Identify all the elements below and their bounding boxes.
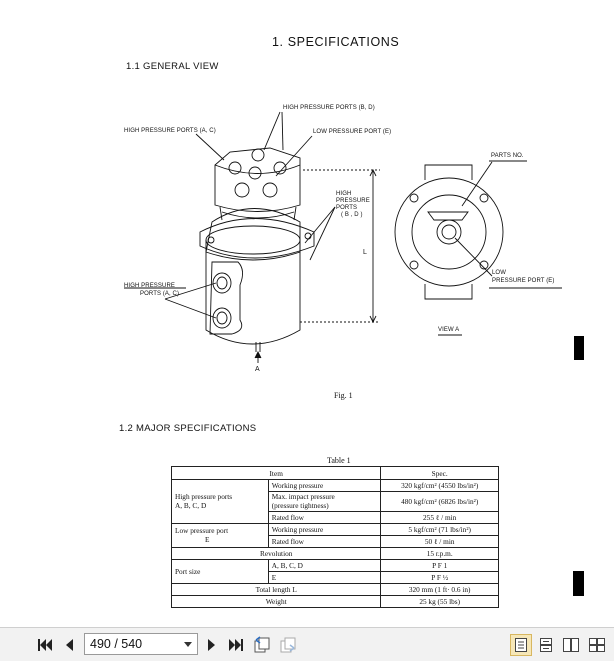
general-view-drawing: [124, 111, 562, 363]
lp-group-line-1: Low pressure port: [175, 526, 229, 536]
lp-working-pressure-cell: Working pressure: [267, 523, 382, 537]
rated-flow-value: 255 ℓ / min: [380, 511, 499, 525]
working-pressure-cell: Working pressure: [267, 479, 382, 492]
chevron-down-icon: [184, 642, 192, 647]
port-e-value: P F ½: [380, 571, 499, 585]
last-page-button[interactable]: [225, 634, 247, 656]
page-number-select[interactable]: 490 / 540: [84, 633, 198, 655]
lp-working-pressure-value: 5 kgf/cm² (71 lbs/in²): [380, 523, 499, 537]
header-item: Item: [170, 466, 382, 480]
total-length-cell: Total length L: [170, 583, 382, 597]
next-page-icon: [208, 639, 215, 651]
continuous-facing-icon: [589, 638, 605, 652]
port-size-cell: Port size: [171, 559, 269, 585]
table-caption: Table 1: [327, 456, 351, 465]
facing-pages-icon: [563, 638, 579, 652]
lp-rated-flow-value: 50 ℓ / min: [380, 535, 499, 549]
dimension-l-label: L: [363, 249, 367, 256]
single-page-icon: [515, 638, 527, 652]
first-page-icon: [38, 639, 52, 651]
rated-flow-cell: Rated flow: [267, 511, 382, 525]
label-hp-side-4: ( B , D ): [341, 212, 363, 218]
hp-group-line-2: A, B, C, D: [175, 500, 207, 510]
revolution-cell: Revolution: [170, 547, 382, 561]
max-impact-cell: Max. impact pressure (pressure tightness…: [267, 490, 382, 513]
header-spec: Spec.: [380, 466, 499, 480]
table-row: Total length L 320 mm (1 ft· 0.6 in): [170, 583, 499, 597]
spec-table: Item Spec. High pressure ports A, B, C, …: [170, 466, 499, 609]
cylinder-body: [205, 240, 301, 345]
table-row: Port size A, B, C, D P F 1: [171, 559, 499, 585]
label-hp-side-2: PRESSURE: [336, 198, 370, 204]
label-hp-left-1: HIGH PRESSURE: [124, 283, 175, 289]
figure-caption: Fig. 1: [334, 391, 353, 400]
label-view-a: VIEW A: [438, 327, 460, 333]
arrow-a-label: A: [255, 366, 260, 373]
table-row: Weight 25 kg (55 lbs): [170, 595, 499, 609]
go-forward-button[interactable]: [277, 634, 299, 656]
label-hp-side-3: PORTS: [336, 205, 358, 211]
subsection-major-specs: 1.2 MAJOR SPECIFICATIONS: [119, 423, 257, 434]
lp-group-line-2: E: [205, 534, 210, 544]
first-page-button[interactable]: [34, 634, 56, 656]
section-title: 1. SPECIFICATIONS: [272, 35, 400, 49]
revolution-value: 15 r.p.m.: [380, 547, 499, 561]
label-lp-view-2: PRESSURE PORT (E): [492, 278, 555, 284]
subsection-general-view: 1.1 GENERAL VIEW: [126, 61, 219, 72]
max-impact-line-2: (pressure tightness): [271, 500, 329, 510]
page-edge-marker: [574, 336, 584, 360]
table-header-row: Item Spec.: [170, 466, 499, 480]
viewer-toolbar: 490 / 540: [0, 627, 614, 661]
working-pressure-value: 320 kgf/cm² (4550 lbs/in²): [380, 479, 499, 492]
page-indicator: 490 / 540: [90, 637, 143, 651]
previous-page-icon: [66, 639, 73, 651]
table-row: Max. impact pressure (pressure tightness…: [172, 490, 499, 513]
hp-group-line-1: High pressure ports: [175, 492, 233, 501]
page-edge-marker: [573, 571, 584, 596]
go-back-button[interactable]: [251, 634, 273, 656]
lp-rated-flow-cell: Rated flow: [267, 535, 382, 549]
last-page-icon: [229, 639, 243, 651]
continuous-view-button[interactable]: [535, 634, 557, 656]
lp-group-cell: Low pressure port E: [171, 523, 269, 549]
port-e-cell: E: [267, 571, 382, 585]
continuous-page-icon: [540, 638, 552, 652]
single-page-view-button[interactable]: [510, 634, 532, 656]
hp-group-cell: High pressure ports A, B, C, D: [171, 478, 269, 525]
previous-page-button[interactable]: [58, 634, 80, 656]
forward-view-icon: [280, 637, 296, 653]
port-abcd-value: P F 1: [380, 559, 499, 573]
facing-view-button[interactable]: [560, 634, 582, 656]
label-hp-ports-ac: HIGH PRESSURE PORTS (A, C): [124, 128, 216, 134]
weight-value: 25 kg (55 lbs): [380, 595, 499, 609]
label-hp-ports-bd: HIGH PRESSURE PORTS (B, D): [283, 105, 375, 111]
document-page: 1. SPECIFICATIONS 1.1 GENERAL VIEW: [119, 35, 584, 609]
label-hp-left-2: PORTS (A, C): [140, 291, 180, 297]
total-length-value: 320 mm (1 ft· 0.6 in): [380, 583, 499, 597]
table-row: Revolution 15 r.p.m.: [170, 547, 499, 561]
max-impact-line-1: Max. impact pressure: [271, 492, 335, 501]
label-parts-no: PARTS NO.: [491, 153, 524, 159]
back-view-icon: [254, 636, 270, 653]
table-row: Low pressure port E Working pressure 5 k…: [171, 523, 499, 549]
port-abcd-cell: A, B, C, D: [267, 559, 382, 573]
max-impact-value: 480 kgf/cm² (6826 lbs/in²): [380, 490, 499, 513]
label-lp-port-e: LOW PRESSURE PORT (E): [313, 129, 392, 135]
weight-cell: Weight: [170, 595, 382, 609]
table-row: High pressure ports A, B, C, D Working p…: [171, 478, 499, 525]
continuous-facing-view-button[interactable]: [586, 634, 608, 656]
label-lp-view-1: LOW: [492, 270, 506, 276]
label-hp-side-1: HIGH: [336, 191, 352, 197]
next-page-button[interactable]: [201, 634, 223, 656]
